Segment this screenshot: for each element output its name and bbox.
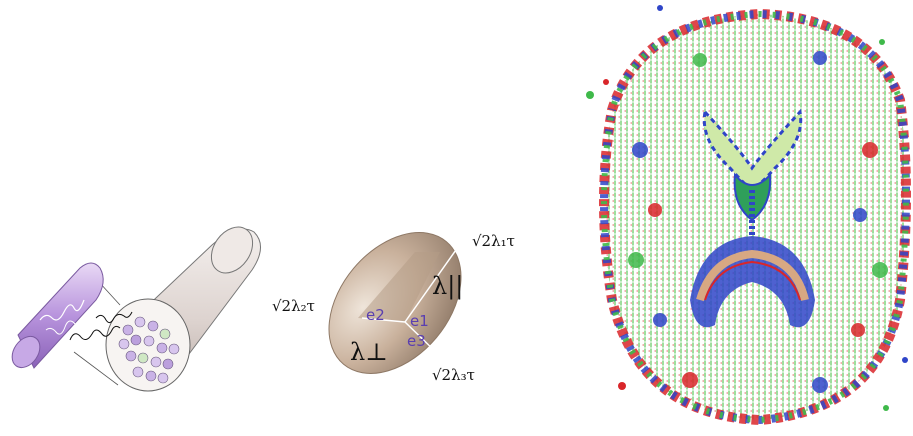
label-e2: e2 [366,306,385,324]
label-lambda3: √2λ₃τ [432,366,475,384]
label-e3: e3 [407,332,426,350]
corpus-callosum-splenium [690,236,815,328]
fiber-cross-section [105,298,191,392]
label-lambda-parallel: λ|| [432,272,463,301]
dti-brain-panel [586,5,911,426]
eigen-axes [361,239,464,357]
random-walk-path [69,311,133,341]
axis-lambda2 [361,317,406,323]
label-e1: e1 [410,312,429,330]
axon-cylinder [11,262,104,369]
sulci-blobs [628,51,888,393]
label-lambda1: √2λ₁τ [472,232,515,250]
cortex-rim-green [601,10,909,424]
ellipsoid-cutaway [358,252,440,322]
axis-lambda3 [404,321,441,357]
axis-lambda1 [404,239,464,323]
label-lambda2: √2λ₂τ [272,297,315,315]
diffusion-ellipsoid-panel: √2λ₁τ √2λ₂τ √2λ₃τ λ|| λ⊥ e1 e2 e3 [272,232,515,384]
label-lambda-perp: λ⊥ [350,338,388,366]
outer-specks [586,5,908,411]
nerve-fiber-bundle-panel [11,226,261,392]
